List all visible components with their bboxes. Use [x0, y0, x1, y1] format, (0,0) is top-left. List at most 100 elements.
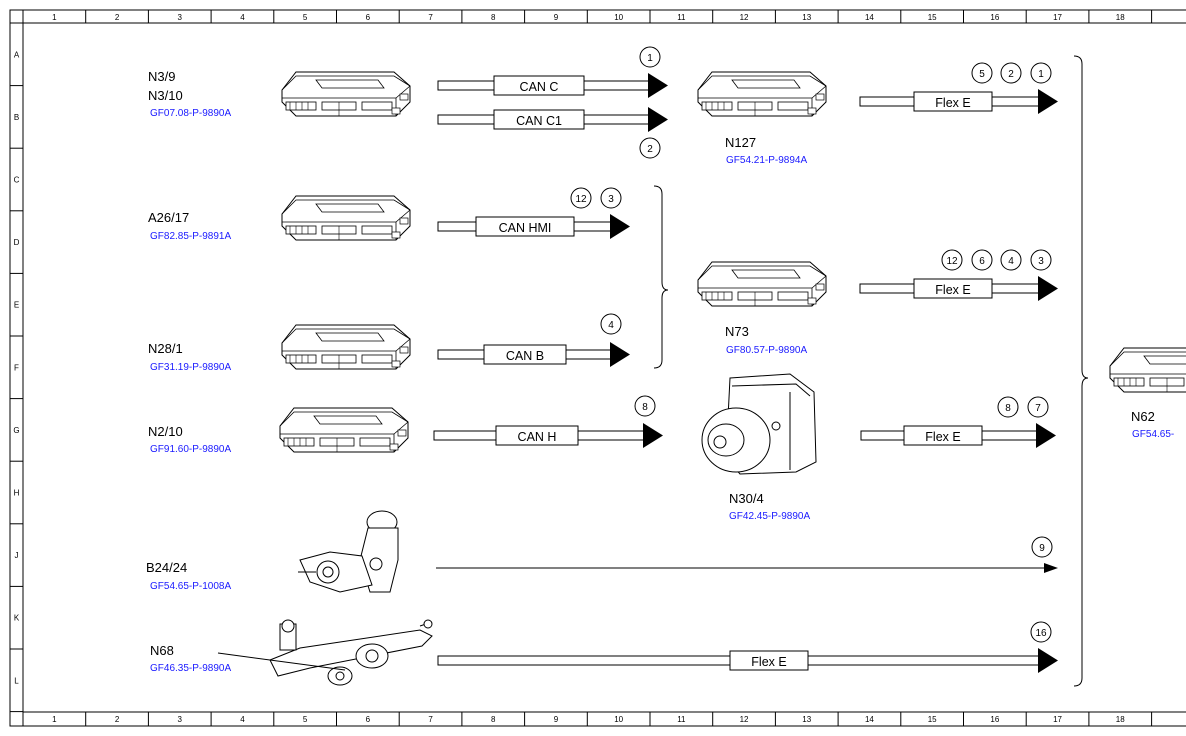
reference-marker: 16: [1030, 621, 1052, 643]
bus-flex-e-n30-4: Flex E: [860, 423, 1056, 448]
bus-label-box: [495, 425, 579, 446]
component-a26-17: A26/17 GF82.85-P-9891A: [148, 195, 411, 242]
marker-number: 5: [979, 69, 985, 80]
reference-marker: 12: [941, 249, 963, 271]
bus-flex-e-n68: Flex E: [437, 648, 1058, 673]
bus-flex-e-n73: Flex E: [859, 276, 1058, 301]
control-unit-icon: [1109, 347, 1186, 393]
bus-label-box: [475, 216, 575, 237]
document-reference-link[interactable]: GF46.35-P-9890A: [150, 663, 231, 674]
component-code: N3/9: [148, 69, 175, 84]
abs-unit-icon: [701, 373, 817, 475]
document-reference-link[interactable]: GF42.45-P-9890A: [729, 511, 810, 522]
row-letter: D: [14, 238, 20, 247]
document-reference-link[interactable]: GF31.19-P-9890A: [150, 362, 231, 373]
column-number: 18: [1116, 13, 1125, 22]
marker-number: 4: [608, 320, 614, 331]
column-number: 4: [240, 13, 245, 22]
document-reference-link[interactable]: GF82.85-P-9891A: [150, 231, 231, 242]
steering-rack-icon: [269, 619, 433, 686]
column-number: 17: [1053, 13, 1062, 22]
bus-can-c: CAN C: [437, 73, 668, 98]
column-number: 9: [554, 13, 559, 22]
bus-label: CAN H: [518, 430, 557, 444]
row-letter: F: [14, 363, 19, 372]
column-number: 3: [178, 715, 183, 724]
bus-label-box: [913, 278, 993, 299]
component-b24-24: B24/24 GF54.65-P-1008A: [146, 510, 399, 593]
signal-line-b24-24: [436, 563, 1058, 573]
marker-number: 1: [1038, 69, 1044, 80]
column-number: 12: [740, 715, 749, 724]
document-reference-link[interactable]: GF54.21-P-9894A: [726, 155, 807, 166]
reference-marker: 3: [600, 187, 622, 209]
component-n73: N73 GF80.57-P-9890A: [697, 261, 827, 356]
column-number: 14: [865, 13, 874, 22]
marker-number: 2: [647, 144, 653, 155]
marker-number: 1: [647, 53, 653, 64]
bus-label: CAN C: [520, 80, 559, 94]
component-code: N62: [1131, 409, 1155, 424]
bus-label: CAN C1: [516, 114, 562, 128]
reference-marker: 8: [997, 396, 1019, 418]
bus-label: Flex E: [925, 430, 960, 444]
component-code: N3/10: [148, 88, 183, 103]
control-unit-icon: [697, 71, 827, 117]
marker-number: 12: [575, 194, 587, 205]
marker-number: 6: [979, 256, 985, 267]
reference-marker: 7: [1027, 396, 1049, 418]
component-code: N127: [725, 135, 756, 150]
outer-border: [9, 9, 1186, 727]
marker-number: 3: [1038, 256, 1044, 267]
column-number: 4: [240, 715, 245, 724]
column-number: 2: [115, 715, 120, 724]
column-number: 8: [491, 13, 496, 22]
control-unit-icon: [281, 195, 411, 241]
marker-number: 3: [608, 194, 614, 205]
document-reference-link[interactable]: GF54.65-P-1008A: [150, 581, 231, 592]
document-reference-link[interactable]: GF54.65-: [1132, 429, 1174, 440]
marker-number: 7: [1035, 403, 1041, 414]
row-letter: G: [13, 426, 19, 435]
document-reference-link[interactable]: GF80.57-P-9890A: [726, 345, 807, 356]
bus-label: Flex E: [935, 96, 970, 110]
column-number: 13: [802, 715, 811, 724]
column-number: 16: [990, 715, 999, 724]
bus-label-box: [483, 344, 567, 365]
component-code: B24/24: [146, 560, 187, 575]
row-letter: E: [14, 301, 19, 310]
marker-group: 1 2 12 3 4 8 5 2 1 12 6 4 3 8 7 9 16: [570, 46, 1053, 643]
marker-number: 8: [1005, 403, 1011, 414]
component-n127: N127 GF54.21-P-9894A: [697, 71, 827, 166]
bus-label: Flex E: [935, 283, 970, 297]
bus-can-c1: CAN C1: [437, 107, 668, 132]
column-number: 16: [990, 13, 999, 22]
component-n3-9-n3-10: N3/9 N3/10 GF07.08-P-9890A: [148, 69, 411, 119]
drawing-frame: [9, 9, 1186, 727]
bus-label-box: [913, 91, 993, 112]
marker-number: 16: [1035, 628, 1047, 639]
row-letter: C: [14, 176, 20, 185]
bus-can-b: CAN B: [437, 342, 630, 367]
reference-marker: 9: [1031, 536, 1053, 558]
inner-border: [22, 22, 1186, 713]
document-reference-link[interactable]: GF91.60-P-9890A: [150, 444, 231, 455]
column-number: 7: [428, 13, 433, 22]
reference-marker: 6: [971, 249, 993, 271]
group-bracket: [1073, 55, 1089, 687]
row-letter: K: [14, 614, 20, 623]
control-unit-icon: [281, 324, 411, 370]
component-code: N73: [725, 324, 749, 339]
bus-can-hmi: CAN HMI: [437, 214, 630, 239]
bus-label-box: [729, 650, 809, 671]
column-number: 11: [677, 715, 686, 724]
reference-marker: 3: [1030, 249, 1052, 271]
document-reference-link[interactable]: GF07.08-P-9890A: [150, 108, 231, 119]
column-number: 5: [303, 13, 308, 22]
leader-line: [217, 652, 346, 671]
reference-marker: 8: [634, 395, 656, 417]
reference-marker: 12: [570, 187, 592, 209]
